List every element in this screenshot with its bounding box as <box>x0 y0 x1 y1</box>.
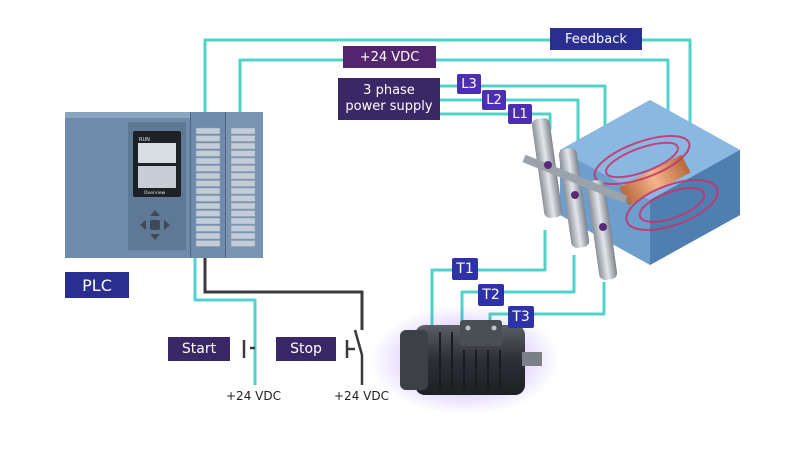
supply-24vdc-top-label: +24 VDC <box>343 46 436 68</box>
io-terminal <box>195 217 221 225</box>
stop-label: Stop <box>276 337 336 361</box>
io-terminal <box>230 195 256 202</box>
terminal-t1-label: T1 <box>452 258 478 280</box>
io-terminal <box>230 225 256 232</box>
phase-l2-label: L2 <box>482 90 506 110</box>
start-button-symbol <box>242 340 255 358</box>
io-terminal <box>195 202 221 210</box>
io-terminal <box>230 150 256 157</box>
phase-l3-label: L3 <box>457 74 481 94</box>
terminal-t2-label: T2 <box>478 284 504 306</box>
stop-button-symbol <box>345 329 364 385</box>
io-terminal <box>230 172 256 180</box>
io-terminal <box>230 217 256 225</box>
feedback-label: Feedback <box>550 28 642 50</box>
power-supply-line2: power supply <box>345 99 433 114</box>
plc-unit: RUN Overview <box>65 112 263 258</box>
cpu-status: RUN <box>139 137 150 143</box>
start-supply-24vdc-label: +24 VDC <box>226 389 281 403</box>
io-terminal <box>230 157 256 165</box>
io-terminal <box>195 187 221 195</box>
io-terminal <box>230 210 256 217</box>
contactor <box>522 100 740 280</box>
io-terminal <box>195 135 221 142</box>
start-wire <box>193 258 257 385</box>
io-terminal <box>195 172 221 180</box>
io-terminal <box>230 180 256 187</box>
phase-l1-label: L1 <box>508 104 532 124</box>
cpu-keypad <box>140 210 170 240</box>
io-terminal <box>195 210 221 217</box>
motor <box>370 305 560 415</box>
terminal-t3-label: T3 <box>508 306 534 328</box>
io-terminal <box>195 195 221 202</box>
start-label: Start <box>168 337 230 361</box>
feedback-wire <box>203 38 692 165</box>
io-terminal <box>195 142 221 150</box>
stop-supply-24vdc-label: +24 VDC <box>334 389 389 403</box>
io-terminal <box>195 180 221 187</box>
io-terminal <box>230 142 256 150</box>
power-supply-line1: 3 phase <box>363 83 415 98</box>
cpu-footer: Overview <box>144 190 166 196</box>
contactor-poles <box>522 118 628 280</box>
io-terminal <box>230 165 256 172</box>
io-terminal <box>195 157 221 165</box>
plc-label: PLC <box>65 272 129 298</box>
io-terminal <box>195 225 221 232</box>
io-terminal <box>195 232 221 240</box>
io-terminal <box>230 187 256 195</box>
io-terminal <box>195 240 221 247</box>
coil-field-lines <box>593 134 719 231</box>
io-terminal <box>195 127 221 135</box>
io-terminal <box>195 150 221 157</box>
l1-wire <box>438 112 552 130</box>
stop-wire <box>203 258 364 330</box>
io-terminal <box>230 240 256 247</box>
io-terminal <box>230 127 256 135</box>
io-terminal <box>195 165 221 172</box>
io-terminal-strips <box>195 127 256 247</box>
power-supply-label: 3 phase power supply <box>338 78 440 120</box>
io-terminal <box>230 202 256 210</box>
io-terminal <box>230 135 256 142</box>
t1-wire <box>430 230 547 325</box>
io-terminal <box>230 232 256 240</box>
